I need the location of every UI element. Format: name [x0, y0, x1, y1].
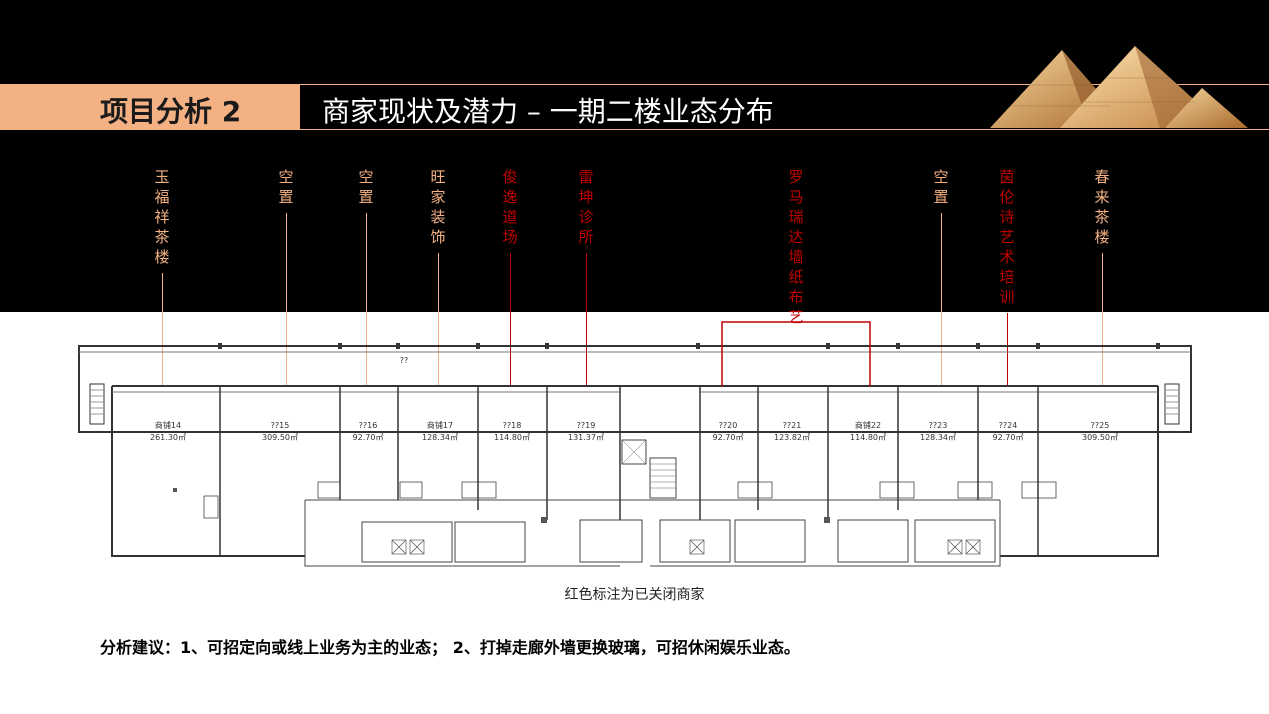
unit-labels: 商铺14 261.30㎡ ??15 309.50㎡ ??16 92.70㎡ 商铺17 128.… — [150, 420, 1118, 442]
unit-name: ??16 — [359, 421, 378, 430]
shop-label: 空置 — [358, 168, 374, 206]
unit-area: 123.82㎡ — [774, 433, 810, 442]
leader-line — [586, 253, 587, 386]
leader-line — [510, 253, 511, 386]
unit-name: ??18 — [503, 421, 522, 430]
shop-label: 俊逸道场 — [502, 168, 518, 246]
title-bar: 项目分析 2 商家现状及潜力 – 一期二楼业态分布 — [0, 84, 1269, 130]
unit-name: ??15 — [271, 421, 290, 430]
shop-label: 空置 — [278, 168, 294, 206]
unit-area: 128.34㎡ — [920, 433, 956, 442]
plan-outline — [78, 345, 1192, 557]
leader-line — [941, 213, 942, 386]
unit-area: 128.34㎡ — [422, 433, 458, 442]
legend-caption: 红色标注为已关闭商家 — [564, 587, 705, 603]
closed-bracket — [721, 321, 871, 386]
unit-area: 131.37㎡ — [568, 433, 604, 442]
section-title-block: 项目分析 2 — [0, 84, 300, 130]
unit-area: 309.50㎡ — [262, 433, 298, 442]
analysis-advice: 分析建议：1、可招定向或线上业务为主的业态； 2、打掉走廊外墙更换玻璃，可招休闲… — [100, 638, 800, 657]
unit-area: 261.30㎡ — [150, 433, 186, 442]
unit-name: ??24 — [999, 421, 1018, 430]
unit-area: 114.80㎡ — [850, 433, 886, 442]
shop-label: 空置 — [933, 168, 949, 206]
header-background — [0, 0, 1269, 312]
unit-area: 92.70㎡ — [713, 433, 744, 442]
unit-area: 92.70㎡ — [353, 433, 384, 442]
pyramids-image — [990, 46, 1248, 128]
shop-label: 玉福祥茶楼 — [154, 168, 170, 266]
shop-label: 罗马瑞达墙纸布艺 — [788, 168, 804, 326]
shop-label: 茵伦诗艺术培训 — [999, 168, 1015, 306]
leader-line — [286, 213, 287, 386]
shop-label: 旺家装饰 — [430, 168, 446, 246]
leader-line — [1007, 313, 1008, 386]
shop-label: 雷坤诊所 — [578, 168, 594, 246]
unit-name: 商铺22 — [855, 420, 881, 430]
unit-area: 114.80㎡ — [494, 433, 530, 442]
unit-name: ??23 — [929, 421, 948, 430]
leader-line — [1102, 253, 1103, 386]
unit-name: 商铺17 — [427, 420, 453, 430]
leader-line — [438, 253, 439, 386]
shop-label: 春来茶楼 — [1094, 168, 1110, 246]
unit-name: ??20 — [719, 421, 738, 430]
subtitle-block: 商家现状及潜力 – 一期二楼业态分布 — [300, 84, 1269, 130]
page-subtitle: 商家现状及潜力 – 一期二楼业态分布 — [322, 95, 774, 128]
leader-line — [162, 273, 163, 386]
unit-name: ??25 — [1091, 421, 1110, 430]
unit-area: 309.50㎡ — [1082, 433, 1118, 442]
leader-line — [366, 213, 367, 386]
unit-area: 92.70㎡ — [993, 433, 1024, 442]
unit-name: ??21 — [783, 421, 802, 430]
unit-name: 商铺14 — [155, 420, 181, 430]
section-title: 项目分析 2 — [100, 95, 242, 128]
unit-name: ??19 — [577, 421, 596, 430]
corridor-label: ?? — [400, 356, 409, 365]
